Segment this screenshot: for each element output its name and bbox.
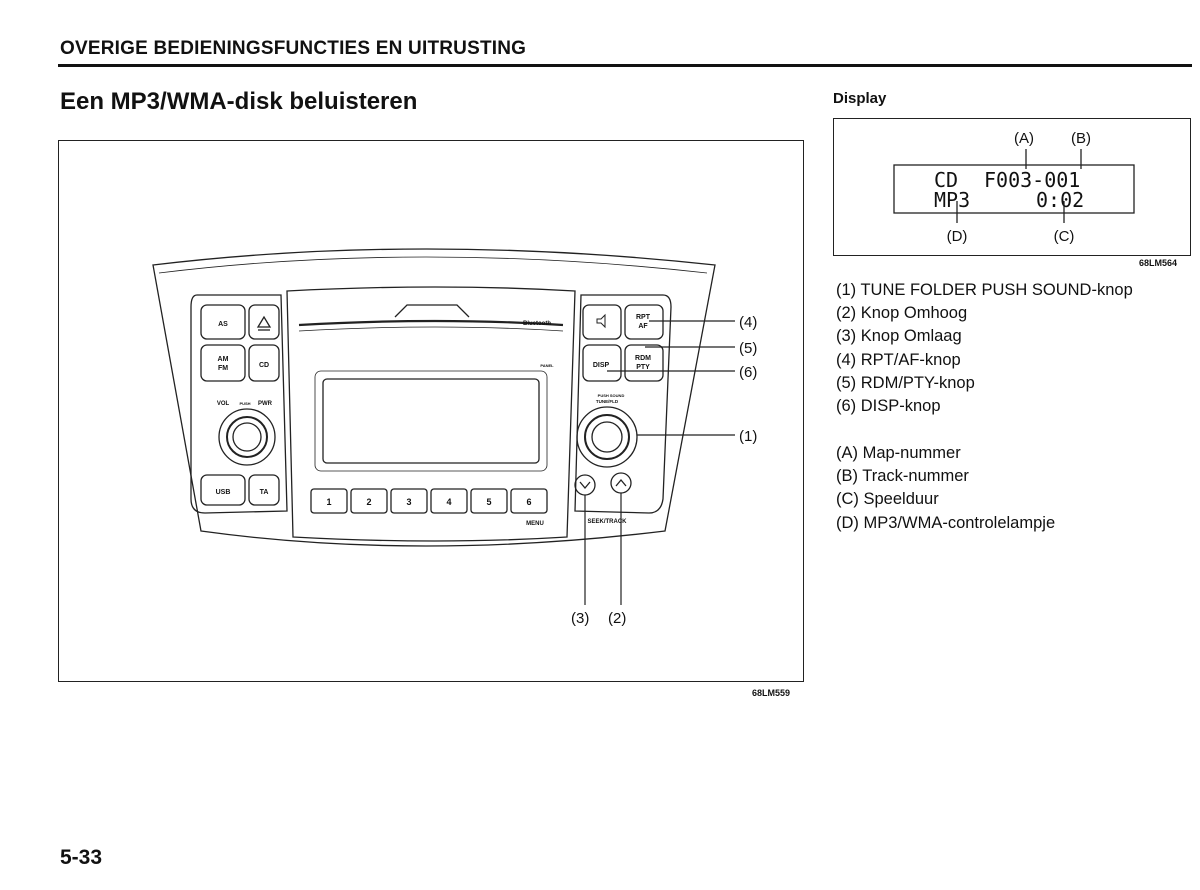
lcd-panel xyxy=(893,164,1135,214)
figure-code: 68LM559 xyxy=(752,688,791,698)
label-b: (B) xyxy=(1071,130,1091,147)
usb-label: USB xyxy=(216,489,231,496)
legend-item: (C) Speelduur xyxy=(836,490,939,509)
volume-knob xyxy=(218,408,276,466)
rdm-label: RDM xyxy=(635,355,651,362)
label-c: (C) xyxy=(1054,228,1075,245)
tune-line1-label: PUSH SOUND xyxy=(598,393,625,398)
seek-label: SEEK/TRACK xyxy=(587,519,627,525)
preset-2-label: 2 xyxy=(366,497,371,507)
push-label: PUSH xyxy=(239,401,250,406)
menu-label: MENU xyxy=(526,521,544,527)
label-d: (D) xyxy=(947,228,968,245)
preset-6-label: 6 xyxy=(526,497,531,507)
center-faceplate xyxy=(286,286,576,542)
legend-numbers: (1) TUNE FOLDER PUSH SOUND-knop (2) Knop… xyxy=(836,279,1133,418)
as-label: AS xyxy=(218,321,228,328)
legend-item: (3) Knop Omlaag xyxy=(836,327,962,346)
mute-icon xyxy=(596,313,606,329)
legend-item: (4) RPT/AF-knop xyxy=(836,350,961,369)
preset-5-label: 5 xyxy=(486,497,491,507)
preset-3-label: 3 xyxy=(406,497,411,507)
preset-row xyxy=(310,488,548,514)
legend-item: (A) Map-nummer xyxy=(836,444,961,462)
lcd-line2-right: 0:02 xyxy=(1036,188,1084,212)
tune-line2-label: TUNE/FLD xyxy=(596,399,619,404)
callout-2: (2) xyxy=(608,610,626,627)
panel-label: PANEL xyxy=(540,363,554,368)
display-illustration: CD F003-001 MP3 0:02 (A) (B) (D) (C) xyxy=(893,130,1135,245)
page-number: 5-33 xyxy=(60,846,103,869)
fm-label: FM xyxy=(218,365,228,372)
am-label: AM xyxy=(218,356,229,363)
legend-letters: (A) Map-nummer (B) Track-nummer (C) Spee… xyxy=(836,442,1055,535)
radio-figure: AS AM FM CD VOL PUSH PWR USB TA Bluetoot… xyxy=(58,140,804,682)
display-figure: CD F003-001 MP3 0:02 (A) (B) (D) (C) xyxy=(833,118,1191,256)
radio-illustration: AS AM FM CD VOL PUSH PWR USB TA Bluetoot… xyxy=(152,248,757,627)
lcd-line1-right: F003-001 xyxy=(984,168,1080,192)
cd-slot xyxy=(298,319,564,327)
ta-label: TA xyxy=(260,489,269,496)
seek-up-button xyxy=(610,472,632,494)
bluetooth-label: Bluetooth xyxy=(523,321,551,327)
callout-5: (5) xyxy=(739,340,757,357)
pwr-label: PWR xyxy=(258,401,273,407)
rpt-label: RPT xyxy=(636,314,651,321)
callout-6: (6) xyxy=(739,364,757,381)
legend-item: (B) Track-nummer xyxy=(836,467,969,486)
vol-label: VOL xyxy=(217,401,230,407)
display-heading: Display xyxy=(833,90,887,107)
legend-item: (1) TUNE FOLDER PUSH SOUND-knop xyxy=(836,281,1133,299)
preset-1-label: 1 xyxy=(326,497,331,507)
console-bezel xyxy=(152,248,716,547)
preset-4-label: 4 xyxy=(446,497,451,507)
callout-3: (3) xyxy=(571,610,589,627)
legend-item: (5) RDM/PTY-knop xyxy=(836,373,975,392)
header-rule xyxy=(58,64,1192,67)
display-code: 68LM564 xyxy=(1139,258,1178,268)
legend-item: (6) DISP-knop xyxy=(836,397,941,416)
section-title: Een MP3/WMA-disk beluisteren xyxy=(60,88,418,115)
lcd-line2-left: MP3 xyxy=(934,188,970,212)
tune-knob xyxy=(576,406,638,468)
legend-item: (D) MP3/WMA-controlelampje xyxy=(836,513,1056,532)
af-label: AF xyxy=(638,323,648,330)
center-screen xyxy=(322,378,540,464)
callout-1: (1) xyxy=(739,428,757,445)
disp-label: DISP xyxy=(593,362,610,369)
right-button-cluster xyxy=(574,294,672,514)
callout-4: (4) xyxy=(739,314,757,331)
pty-label: PTY xyxy=(636,364,650,371)
cd-label: CD xyxy=(259,362,269,369)
header-title: OVERIGE BEDIENINGSFUNCTIES EN UITRUSTING xyxy=(60,38,527,59)
lcd-line1-left: CD xyxy=(934,168,958,192)
eject-icon xyxy=(256,315,272,328)
left-button-cluster xyxy=(190,294,288,514)
seek-down-button xyxy=(574,474,596,496)
legend-item: (2) Knop Omhoog xyxy=(836,304,968,323)
label-a: (A) xyxy=(1014,130,1034,147)
